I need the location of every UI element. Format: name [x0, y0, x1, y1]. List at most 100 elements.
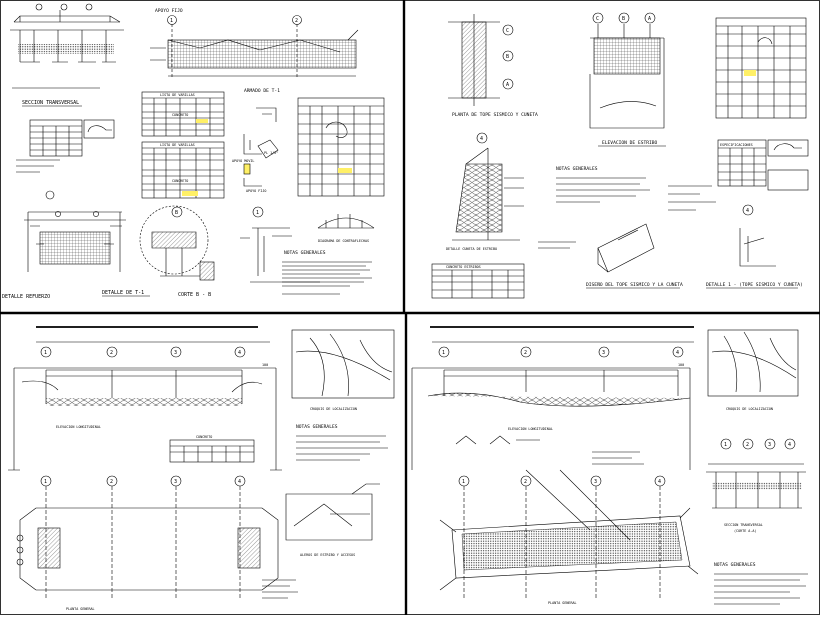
drawing-label: 4	[238, 350, 241, 356]
title-diseno-tope: DISEÑO DEL TOPE SISMICO Y LA CUNETA	[586, 281, 683, 288]
spec-table-left	[16, 119, 115, 173]
sheet-top-left: SECCION TRANSVERSAL APOYO FIJO 1 2	[2, 3, 385, 300]
cross-section-view: SECCION TRANSVERSAL	[10, 3, 124, 107]
drawing-label: C	[596, 16, 599, 22]
general-plan-bl: 1 2 3 4 PLANTA GENERAL	[16, 475, 298, 611]
longitudinal-elevation-bl: 100 ELEVACION LONGITUDINAL	[8, 363, 282, 471]
title-armado-viga: ARMADO DE T-1	[244, 88, 280, 94]
cross-section-br: 1 2 3 4 SECCION TRANSVERSAL (CORTE A-A)	[706, 438, 806, 533]
title-planta-tope: PLANTA DE TOPE SISMICO Y CUNETA	[452, 112, 538, 118]
grid-bubble-label: 1	[256, 210, 259, 216]
grid-bubble-label: 1	[170, 18, 173, 24]
drawing-label: 4	[746, 208, 749, 214]
abutment-elevation: C B A ELEVACION DE ESTRIBO	[589, 12, 666, 147]
drawing-label: 2	[524, 350, 527, 356]
drawing-label: 1	[44, 350, 47, 356]
rebar-table-3	[297, 97, 385, 197]
title-lista-varillas-2: LISTA DE VARILLAS	[160, 143, 195, 147]
concrete-table-bl: CONCRETO	[169, 435, 255, 463]
title-especificaciones: ESPECIFICACIONES	[720, 143, 753, 147]
drawing-label: B	[622, 16, 625, 22]
seismic-stop-plan: C B A PLANTA DE TOPE SISMICO Y CUNETA	[448, 14, 538, 118]
drawing-label: 2	[524, 479, 527, 485]
drawing-label: 3	[174, 350, 177, 356]
title-notas-generales-br: NOTAS GENERALES	[714, 562, 756, 568]
title-seccion-transversal: SECCION TRANSVERSAL	[22, 100, 79, 106]
drawing-label: 100	[262, 363, 268, 367]
general-notes-bl: NOTAS GENERALES	[296, 424, 388, 461]
drawing-label: 4	[658, 479, 661, 485]
drawing-label: 100	[678, 363, 684, 367]
rebar-table-tr	[715, 17, 807, 119]
drawing-label: 3	[594, 479, 597, 485]
drawing-label: B	[506, 54, 509, 60]
drawing-label: 4	[788, 442, 791, 448]
beam-elevation: APOYO FIJO 1 2	[150, 8, 359, 78]
drawing-label: 3	[768, 442, 771, 448]
drawing-label: 3	[174, 479, 177, 485]
title-detalle-tope: DETALLE 1 - (TOPE SISMICO Y CUNETA)	[706, 282, 803, 288]
title-lista-varillas-1: LISTA DE VARILLAS	[160, 93, 195, 97]
general-notes-tl: NOTAS GENERALES	[282, 250, 372, 295]
title-diagrama-contraflechas: DIAGRAMA DE CONTRAFLECHAS	[318, 239, 369, 243]
title-croquis-bl: CROQUIS DE LOCALIZACION	[310, 407, 357, 411]
wingwall-detail-bl: ALEROS DE ESTRIBO Y ACCESOS	[285, 483, 380, 557]
rebar-table-1: LISTA DE VARILLAS CONCRETO	[141, 91, 225, 137]
drawing-label: 1	[462, 479, 465, 485]
support-details: ARMADO DE T-1 APOYO MOVIL PL 1/2" APOYO …	[232, 88, 280, 193]
title-apoyo-fijo-small: APOYO FIJO	[246, 189, 266, 193]
drawing-label: 4	[238, 479, 241, 485]
title-corte-br: (CORTE A-A)	[734, 529, 756, 533]
svg-text:B: B	[175, 210, 178, 216]
title-concreto-estribos: CONCRETO ESTRIBOS	[446, 265, 481, 269]
spec-table-tr: ESPECIFICACIONES	[717, 139, 809, 191]
drawing-label: 4	[480, 136, 483, 142]
title-aleros-bl: ALEROS DE ESTRIBO Y ACCESOS	[300, 553, 355, 557]
grid-axis-bl-top: 1 2 3 4	[36, 341, 270, 358]
drawing-label: C	[506, 28, 509, 34]
title-planta-general-bl: PLANTA GENERAL	[66, 607, 95, 611]
reinforcement-detail: DETALLE REFUERZO DETALLE DE T-1	[2, 190, 150, 300]
title-corte-b: CORTE B - B	[178, 292, 211, 298]
concrete-table-tr: CONCRETO ESTRIBOS	[431, 241, 576, 299]
title-concreto-1: CONCRETO	[172, 113, 188, 117]
grid-axis-br-top: 1 2 3 4	[432, 341, 694, 358]
drawing-label: 2	[110, 350, 113, 356]
grid-bubble-label: 2	[295, 18, 298, 24]
title-detalle-refuerzo: DETALLE REFUERZO	[2, 294, 50, 300]
title-apoyo-movil: APOYO MOVIL	[232, 159, 254, 163]
general-plan-br: 1 2 3 4 PLANTA GENERAL	[439, 475, 699, 605]
title-elevacion-estribo: ELEVACION DE ESTRIBO	[602, 140, 658, 146]
general-notes-br: NOTAS GENERALES	[592, 451, 808, 605]
title-elevacion-longitudinal-bl: ELEVACION LONGITUDINAL	[56, 425, 101, 429]
title-detalle-cuneta: DETALLE CUNETA DE ESTRIBO	[446, 247, 497, 251]
svg-text:PL 1/2": PL 1/2"	[264, 151, 278, 155]
title-detalle-t1: DETALLE DE T-1	[102, 290, 144, 296]
drawing-label: A	[648, 16, 651, 22]
drawing-label: 2	[110, 479, 113, 485]
title-elevacion-longitudinal-br: ELEVACION LONGITUDINAL	[508, 427, 553, 431]
corte-b-detail: B CORTE B - B	[139, 205, 215, 298]
title-notas-generales-tr: NOTAS GENERALES	[556, 166, 598, 172]
drawing-label: 3	[602, 350, 605, 356]
title-croquis-br: CROQUIS DE LOCALIZACION	[726, 407, 773, 411]
location-sketch-br: CROQUIS DE LOCALIZACION	[707, 329, 799, 411]
title-notas-generales-tl: NOTAS GENERALES	[284, 250, 326, 256]
drawing-label: 2	[746, 442, 749, 448]
drawing-label: 1	[44, 479, 47, 485]
title-concreto-bl: CONCRETO	[196, 435, 212, 439]
abutment-section-small: 1	[240, 206, 320, 283]
sheet-top-right: C B A PLANTA DE TOPE SISMICO Y CUNETA C …	[431, 12, 809, 299]
drawing-label: 4	[676, 350, 679, 356]
drawing-label: A	[506, 82, 509, 88]
rebar-table-2: LISTA DE VARILLAS CONCRETO	[141, 141, 225, 199]
title-seccion-transversal-br: SECCION TRANSVERSAL	[724, 523, 763, 527]
sheet-bottom-left: 1 2 3 4 100 ELEVACION LONGITUDINAL CROQU…	[8, 326, 395, 611]
detail-one: 4 DETALLE 1 - (TOPE SISMICO Y CUNETA)	[706, 204, 803, 289]
location-sketch-bl: CROQUIS DE LOCALIZACION	[291, 329, 395, 411]
general-notes-tr: NOTAS GENERALES	[556, 166, 716, 211]
longitudinal-elevation-br: 100 ELEVACION LONGITUDINAL	[411, 363, 691, 541]
